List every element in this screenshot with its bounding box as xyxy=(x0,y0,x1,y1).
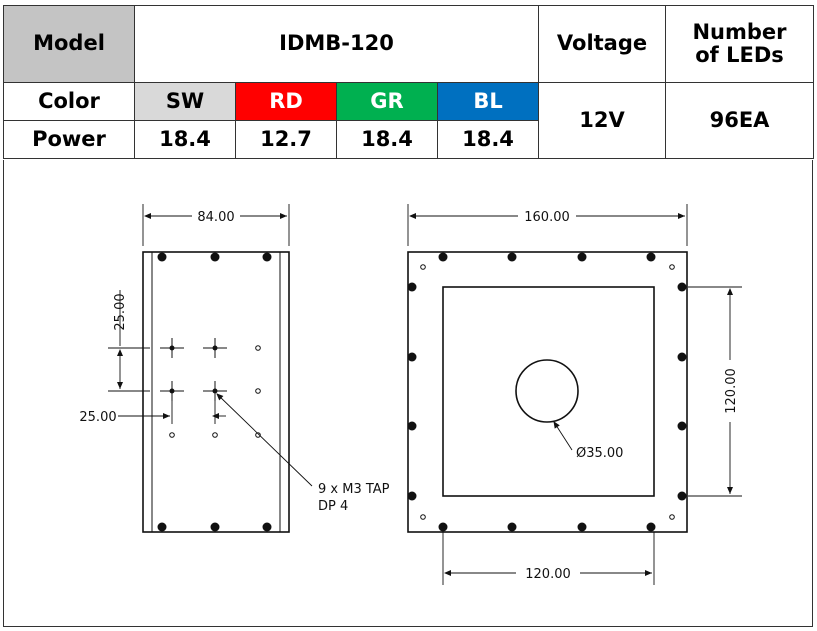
front-small-holes xyxy=(420,264,675,520)
side-mount-holes xyxy=(157,252,272,532)
voltage-value: 12V xyxy=(538,82,667,159)
side-outline xyxy=(142,251,290,533)
leds-value: 96EA xyxy=(665,82,815,159)
model-value: IDMB-120 xyxy=(133,5,540,83)
dim-pitch-vertical: 25.00 xyxy=(113,293,128,330)
front-mount-holes xyxy=(407,252,687,532)
color-sw: SW xyxy=(134,82,236,121)
drawing-frame xyxy=(3,160,813,627)
power-bl: 18.4 xyxy=(436,120,540,159)
power-gr: 18.4 xyxy=(336,120,438,159)
leds-label-line1: Number xyxy=(692,19,787,44)
tap-holes-open xyxy=(169,345,261,438)
front-outline xyxy=(407,251,688,533)
dim-front-width: 160.00 xyxy=(524,210,570,225)
dim-inner-width: 120.00 xyxy=(525,567,571,582)
tap-holes xyxy=(169,345,218,394)
color-rd: RD xyxy=(235,82,337,121)
dim-inner-height: 120.00 xyxy=(724,368,739,414)
model-label: Model xyxy=(3,5,135,83)
spec-table: Model IDMB-120 Voltage Number of LEDs Co… xyxy=(3,5,815,159)
leds-label-line2: of LEDs xyxy=(695,43,784,67)
power-label: Power xyxy=(3,120,135,159)
power-rd: 12.7 xyxy=(235,120,337,159)
side-view: 84.00 25.00 25.00 9 x M3 TAP DP 4 xyxy=(79,204,390,533)
tap-note-line1: 9 x M3 TAP xyxy=(318,482,390,497)
color-label: Color xyxy=(3,82,135,121)
dim-hole-diameter: Ø35.00 xyxy=(576,446,623,461)
front-inner-square xyxy=(442,286,655,497)
dim-pitch-horizontal: 25.00 xyxy=(79,410,116,425)
color-bl: BL xyxy=(436,82,540,121)
dim-side-width: 84.00 xyxy=(197,210,234,225)
front-view: 160.00 120.00 120.00 Ø35.00 xyxy=(407,204,742,585)
color-gr: GR xyxy=(336,82,438,121)
tap-note-line2: DP 4 xyxy=(318,499,348,514)
center-hole xyxy=(515,359,579,423)
power-sw: 18.4 xyxy=(134,120,236,159)
voltage-label: Voltage xyxy=(538,5,667,83)
